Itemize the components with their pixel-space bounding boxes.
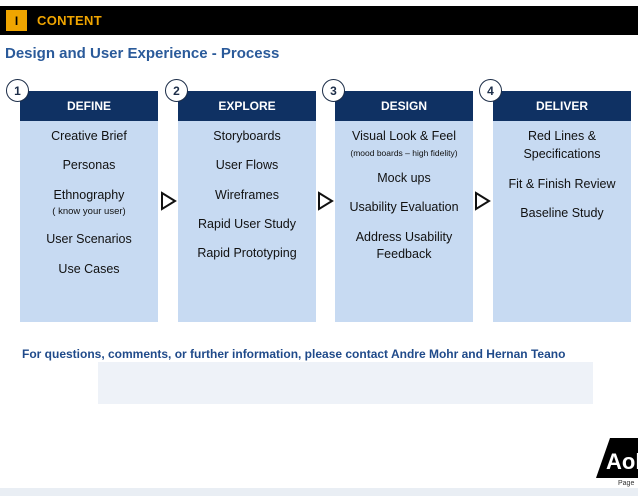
phase-item: Rapid Prototyping bbox=[197, 246, 297, 260]
phase-item-note: (mood boards – high fidelity) bbox=[350, 148, 458, 158]
phase-item: Address Usability bbox=[355, 230, 453, 244]
phase-header-explore: EXPLORE bbox=[178, 91, 316, 121]
phase-item: Rapid User Study bbox=[198, 217, 296, 231]
phase-header-define: DEFINE bbox=[20, 91, 158, 121]
blank-panel bbox=[98, 362, 593, 404]
phase-body-define: Creative Brief Personas Ethnography ( kn… bbox=[20, 121, 158, 322]
phase-header-design: DESIGN bbox=[335, 91, 473, 121]
phase-item-note: ( know your user) bbox=[52, 206, 126, 217]
phase-item: Specifications bbox=[523, 147, 601, 161]
phase-item: User Scenarios bbox=[46, 232, 132, 246]
page-title: Design and User Experience - Process bbox=[5, 45, 280, 62]
phase-item: Creative Brief bbox=[51, 129, 127, 143]
phase-item: Baseline Study bbox=[520, 206, 604, 220]
step-number-1: 1 bbox=[6, 79, 29, 102]
logo-text: Aol bbox=[606, 449, 638, 474]
section-header-bar: I CONTENT bbox=[0, 6, 638, 35]
arrow-right-icon bbox=[161, 191, 177, 211]
step-number-4: 4 bbox=[479, 79, 502, 102]
phase-item: Red Lines & bbox=[527, 129, 597, 143]
phase-item: Usability Evaluation bbox=[349, 200, 459, 214]
phase-body-deliver: Red Lines & Specifications Fit & Finish … bbox=[493, 121, 631, 322]
bottom-strip bbox=[0, 488, 638, 496]
section-number-badge: I bbox=[6, 10, 27, 31]
phase-item: Feedback bbox=[376, 247, 432, 261]
phase-item: Fit & Finish Review bbox=[508, 177, 616, 191]
step-number-2: 2 bbox=[165, 79, 188, 102]
phase-item: Visual Look & Feel bbox=[352, 129, 456, 143]
step-number-3: 3 bbox=[322, 79, 345, 102]
phase-item: Personas bbox=[62, 158, 116, 172]
phase-item: User Flows bbox=[215, 158, 279, 172]
phase-item: Use Cases bbox=[58, 262, 120, 276]
phase-item: Storyboards bbox=[213, 129, 281, 143]
contact-note: For questions, comments, or further info… bbox=[22, 347, 566, 361]
phase-item: Ethnography bbox=[53, 188, 125, 202]
phase-body-design: Visual Look & Feel (mood boards – high f… bbox=[335, 121, 473, 322]
aol-logo-icon: Aol bbox=[596, 438, 638, 478]
phase-item: Wireframes bbox=[215, 188, 279, 202]
phase-item: Mock ups bbox=[377, 171, 431, 185]
section-title: CONTENT bbox=[37, 13, 102, 28]
arrow-right-icon bbox=[318, 191, 334, 211]
page-label: Page bbox=[618, 480, 635, 487]
phase-header-deliver: DELIVER bbox=[493, 91, 631, 121]
arrow-right-icon bbox=[475, 191, 491, 211]
phase-body-explore: Storyboards User Flows Wireframes Rapid … bbox=[178, 121, 316, 322]
